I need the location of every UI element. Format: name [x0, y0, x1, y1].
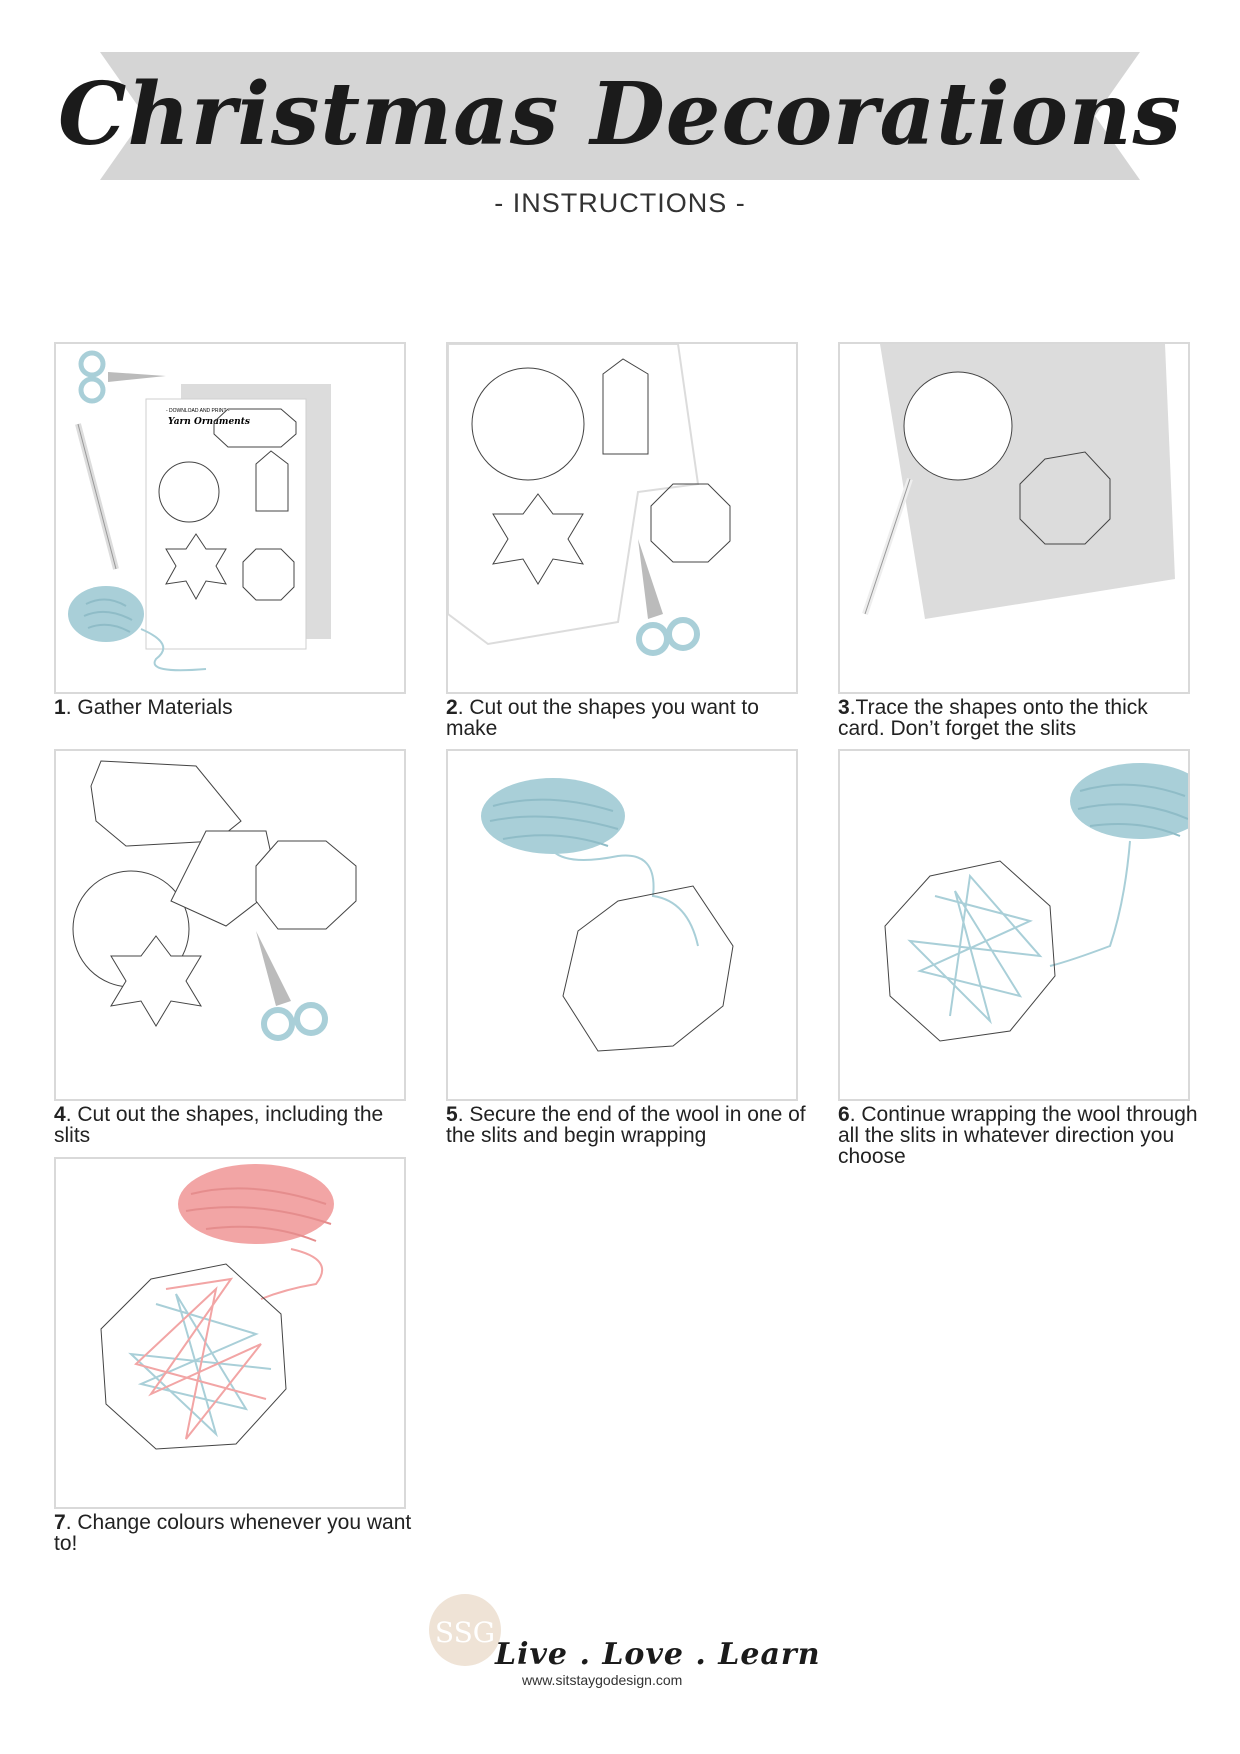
- step-7-illustration: [54, 1157, 406, 1509]
- step-text: . Continue wrapping the wool through all…: [838, 1103, 1198, 1168]
- step-2-illustration: [446, 342, 798, 694]
- title-banner: [100, 52, 1140, 180]
- step-number: 3: [838, 696, 850, 719]
- step-2-caption: 2. Cut out the shapes you want to make: [446, 697, 806, 739]
- step-number: 6: [838, 1103, 850, 1126]
- page-subtitle: - INSTRUCTIONS -: [494, 188, 746, 218]
- step-number: 2: [446, 696, 458, 719]
- step-6-illustration: [838, 749, 1190, 1101]
- svg-text:SSG: SSG: [435, 1616, 495, 1649]
- step-number: 1: [54, 696, 66, 719]
- website-link[interactable]: www.sitstaygodesign.com: [522, 1672, 683, 1688]
- step-4-illustration: [54, 749, 406, 1101]
- step-text: . Secure the end of the wool in one of t…: [446, 1103, 806, 1147]
- step-6-caption: 6. Continue wrapping the wool through al…: [838, 1104, 1198, 1167]
- step-text: . Gather Materials: [65, 696, 233, 719]
- step-text: . Cut out the shapes you want to make: [446, 696, 759, 740]
- step-5-caption: 5. Secure the end of the wool in one of …: [446, 1104, 806, 1146]
- step-number: 4: [54, 1103, 66, 1126]
- ssg-logo: SSG: [427, 1592, 503, 1668]
- step-1-caption: 1. Gather Materials: [54, 697, 414, 718]
- step-5-illustration: [446, 749, 798, 1101]
- tagline: Live . Love . Learn: [495, 1637, 821, 1672]
- step-number: 5: [446, 1103, 458, 1126]
- step-text: . Change colours whenever you want to!: [54, 1511, 412, 1555]
- step-3-caption: 3.Trace the shapes onto the thick card. …: [838, 697, 1198, 739]
- page-title: Christmas Decorations: [58, 64, 1182, 165]
- step-7-caption: 7. Change colours whenever you want to!: [54, 1512, 414, 1554]
- step-4-caption: 4. Cut out the shapes, including the sli…: [54, 1104, 414, 1146]
- step-text: . Cut out the shapes, including the slit…: [54, 1103, 384, 1147]
- sheet-title: Yarn Ornaments: [168, 417, 250, 427]
- step-number: 7: [54, 1511, 66, 1534]
- sheet-heading: - DOWNLOAD AND PRINT -: [166, 408, 230, 414]
- step-1-illustration: - DOWNLOAD AND PRINT - Yarn Ornaments: [54, 342, 406, 694]
- step-text: .Trace the shapes onto the thick card. D…: [838, 696, 1148, 740]
- step-3-illustration: [838, 342, 1190, 694]
